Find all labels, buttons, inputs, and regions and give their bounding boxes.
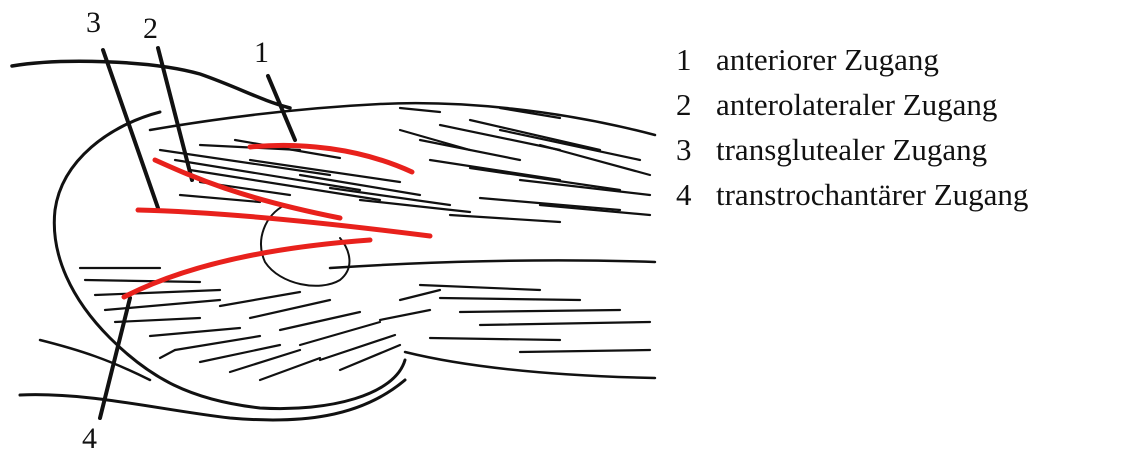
legend-text: transglutealer Zugang [716, 132, 987, 167]
thigh-lower-contour [330, 260, 655, 268]
marker-3: 3 [86, 6, 101, 39]
incision-3-transgluteal [138, 210, 430, 236]
legend-text: anteriorer Zugang [716, 42, 939, 77]
marker-1: 1 [254, 36, 269, 69]
thigh-bottom-contour [405, 352, 655, 378]
gluteus-maximus-fibers [80, 268, 400, 380]
legend-number: 4 [676, 172, 716, 217]
legend-text: anterolateraler Zugang [716, 87, 997, 122]
vastus-fibers [380, 285, 650, 352]
marker-4: 4 [82, 422, 97, 453]
legend-text: transtrochantärer Zugang [716, 177, 1028, 212]
legend-number: 3 [676, 127, 716, 172]
legend-number: 2 [676, 82, 716, 127]
gluteus-medius-fibers [160, 140, 470, 212]
upper-skin-fold [12, 61, 290, 108]
legend-number: 1 [676, 37, 716, 82]
marker-2: 2 [143, 12, 158, 45]
